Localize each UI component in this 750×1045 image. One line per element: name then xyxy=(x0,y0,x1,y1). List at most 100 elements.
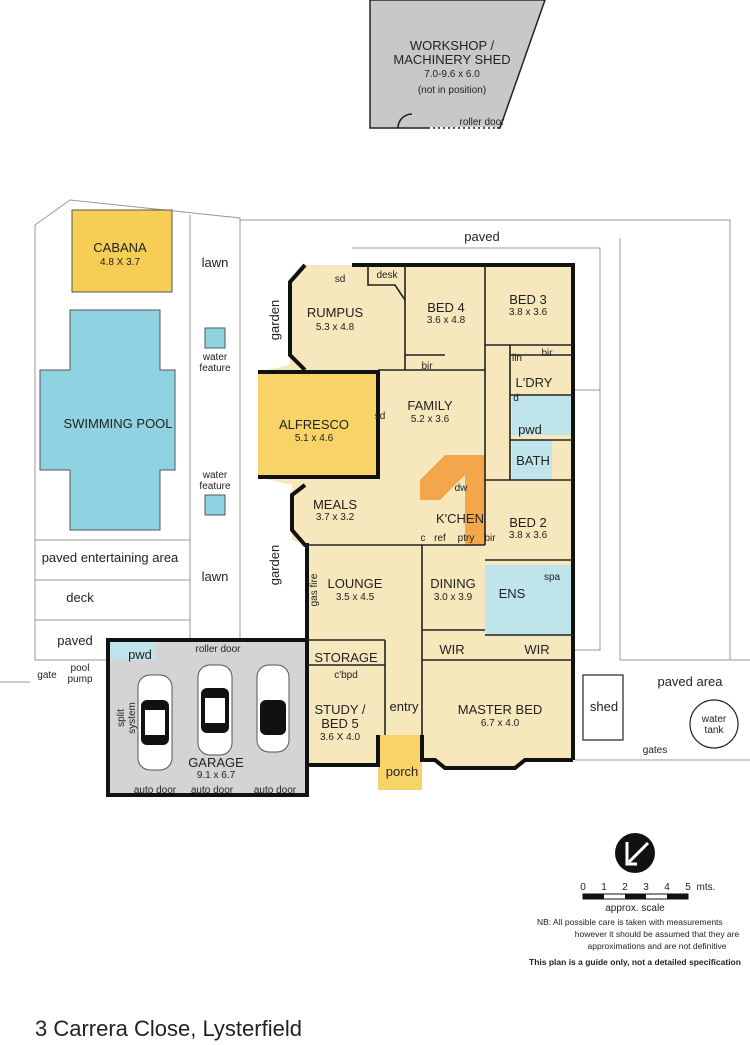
notes-disclaimer-label: This plan is a guide only, not a detaile… xyxy=(529,957,741,967)
outdoor-cabana_dims-label: 4.8 X 3.7 xyxy=(100,257,140,268)
rooms-study-name2-label: BED 5 xyxy=(321,716,359,731)
rooms-storage-name-label: STORAGE xyxy=(314,650,378,665)
fixtures-auto_door_2-label: auto door xyxy=(191,785,234,796)
rooms-bed3-dims-label: 3.8 x 3.6 xyxy=(509,307,548,318)
scale-ticks-3-label: 3 xyxy=(643,882,649,893)
fixtures-dw-label: dw xyxy=(455,483,469,494)
rooms-family-dims-label: 5.2 x 3.6 xyxy=(411,414,450,425)
pwd-area xyxy=(512,395,572,435)
fixtures-pwd-label: pwd xyxy=(518,422,542,437)
fixtures-desk-label: desk xyxy=(376,270,398,281)
ensuite-area xyxy=(485,565,573,635)
workshop-label-2: MACHINERY SHED xyxy=(393,52,510,67)
workshop-note: (not in position) xyxy=(418,85,486,96)
rooms-bed2-dims-label: 3.8 x 3.6 xyxy=(509,530,548,541)
rooms-lounge-dims-label: 3.5 x 4.5 xyxy=(336,592,375,603)
notes-nb2-label: however it should be assumed that they a… xyxy=(575,929,740,939)
notes-nb1-label: NB: All possible care is taken with meas… xyxy=(537,917,723,927)
swimming-pool xyxy=(39,309,176,531)
fixtures-ref-label: ref xyxy=(434,533,446,544)
fixtures-bir_bed2-label: bir xyxy=(484,533,496,544)
address-title: 3 Carrera Close, Lysterfield xyxy=(35,1016,302,1041)
fixtures-auto_door_1-label: auto door xyxy=(134,785,177,796)
outdoor-water_tank_2-label: tank xyxy=(705,725,725,736)
fixtures-split2-label: system xyxy=(127,702,138,734)
fixtures-split1-label: split xyxy=(116,709,127,727)
scale-ticks-4-label: 4 xyxy=(664,882,670,893)
fixtures-wir_right-label: WIR xyxy=(524,642,549,657)
scale-ticks-2-label: 2 xyxy=(622,882,628,893)
fixtures-gas_fire-label: gas fire xyxy=(309,573,320,606)
workshop-shed: WORKSHOP / MACHINERY SHED 7.0-9.6 x 6.0 … xyxy=(369,0,546,129)
fixtures-d-label: d xyxy=(513,393,519,404)
outdoor-pool_pump_1-label: pool xyxy=(71,663,90,674)
scale-label-label: approx. scale xyxy=(605,903,665,914)
fixtures-sd1-label: sd xyxy=(335,274,346,285)
outdoor-shed-label: shed xyxy=(590,699,618,714)
outdoor-cabana-label: CABANA xyxy=(93,240,147,255)
rooms-dining-dims-label: 3.0 x 3.9 xyxy=(434,592,473,603)
water-feature-1 xyxy=(204,327,226,349)
outdoor-gate-label: gate xyxy=(37,670,57,681)
rooms-bed4-name-label: BED 4 xyxy=(427,300,465,315)
workshop-dims: 7.0-9.6 x 6.0 xyxy=(424,69,480,80)
rooms-laundry-name-label: L'DRY xyxy=(516,375,553,390)
outdoor-gates-label: gates xyxy=(643,745,667,756)
outdoor-pool-label: SWIMMING POOL xyxy=(63,416,172,431)
rooms-porch-name-label: porch xyxy=(386,764,419,779)
outdoor-deck-label: deck xyxy=(66,590,94,605)
rooms-garage-name-label: GARAGE xyxy=(188,755,244,770)
rooms-meals-name-label: MEALS xyxy=(313,497,357,512)
cabana xyxy=(71,209,173,293)
disclaimer-notes: NB: All possible care is taken with meas… xyxy=(529,917,741,967)
outdoor-water_feature_2a-label: water xyxy=(202,470,228,481)
water-tank-icon xyxy=(689,699,739,749)
rooms-alfresco-name-label: ALFRESCO xyxy=(279,417,349,432)
fixtures-wir_left-label: WIR xyxy=(439,642,464,657)
alfresco-area xyxy=(258,372,378,478)
fixtures-spa-label: spa xyxy=(544,572,561,583)
rooms-master-name-label: MASTER BED xyxy=(458,702,543,717)
outdoor-water_tank_1-label: water xyxy=(701,714,727,725)
scale-unit-label: mts. xyxy=(697,882,716,893)
outdoor-water_feature_2b-label: feature xyxy=(199,481,231,492)
fixtures-bir_bed4-label: bir xyxy=(421,361,433,372)
outdoor-paved_left-label: paved xyxy=(57,633,92,648)
workshop-label: WORKSHOP / xyxy=(410,38,495,53)
scale-ticks-1-label: 1 xyxy=(601,882,607,893)
kitchen-bench xyxy=(420,455,485,545)
fixtures-roller_door-label: roller door xyxy=(195,644,241,655)
rooms-family-name-label: FAMILY xyxy=(407,398,453,413)
scale-ticks-0-label: 0 xyxy=(580,882,586,893)
rooms-alfresco-dims-label: 5.1 x 4.6 xyxy=(295,433,334,444)
outdoor-entertaining-label: paved entertaining area xyxy=(42,550,179,565)
shed-outline xyxy=(582,674,624,741)
rooms-entry-name-label: entry xyxy=(390,699,419,714)
labels: paved lawn lawn water feature water feat… xyxy=(37,229,727,796)
cars xyxy=(137,664,290,771)
rooms-rumpus-name-label: RUMPUS xyxy=(307,305,364,320)
outdoor-water_feature_1b-label: feature xyxy=(199,363,231,374)
rooms-bath-name-label: BATH xyxy=(516,453,550,468)
outdoor-paved_top-label: paved xyxy=(464,229,499,244)
outdoor-paved_area-label: paved area xyxy=(657,674,723,689)
outdoor-lawn_bottom-label: lawn xyxy=(202,569,229,584)
garage-pwd-area xyxy=(108,640,156,660)
north-arrow-icon xyxy=(615,833,655,873)
rooms-ens-name-label: ENS xyxy=(499,586,526,601)
rooms-study-name1-label: STUDY / xyxy=(314,702,365,717)
outdoor-pool_pump_2-label: pump xyxy=(67,674,92,685)
rooms-dining-name-label: DINING xyxy=(430,576,476,591)
fixtures-sd2-label: sd xyxy=(375,411,386,422)
fixtures-lin-label: lin xyxy=(512,353,522,364)
rooms-meals-dims-label: 3.7 x 3.2 xyxy=(316,512,355,523)
outdoor-garden_bottom-label: garden xyxy=(267,545,282,585)
fixtures-garage_pwd-label: pwd xyxy=(128,647,152,662)
fixtures-cbpd-label: c'bpd xyxy=(334,670,358,681)
site-boundaries xyxy=(0,199,750,761)
rooms-rumpus-dims-label: 5.3 x 4.8 xyxy=(316,322,355,333)
rooms-bed2-name-label: BED 2 xyxy=(509,515,547,530)
workshop-roller-door: roller door xyxy=(459,117,505,128)
outdoor-lawn_top-label: lawn xyxy=(202,255,229,270)
outdoor-garden_top-label: garden xyxy=(267,300,282,340)
